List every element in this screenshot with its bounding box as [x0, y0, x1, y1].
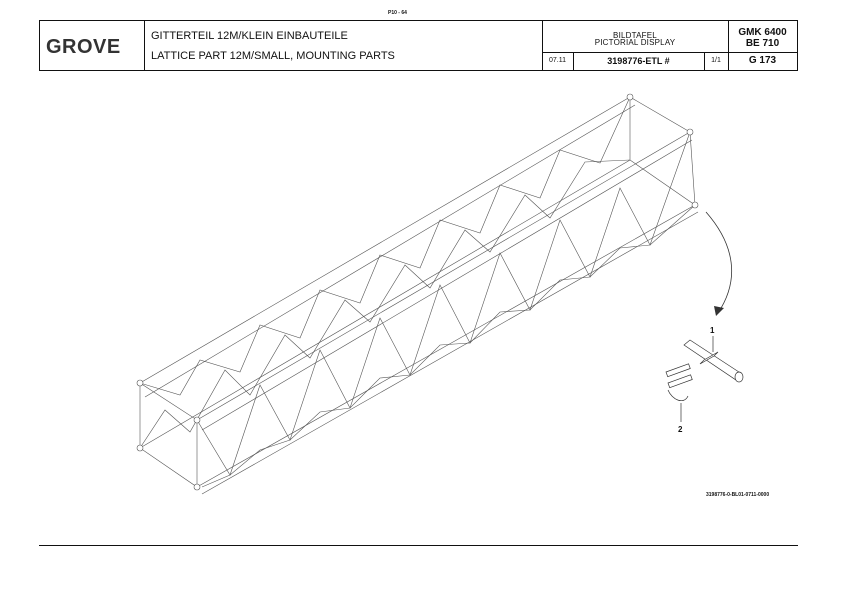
- title-english: LATTICE PART 12M/SMALL, MOUNTING PARTS: [151, 50, 395, 62]
- arrow-head: [714, 306, 724, 316]
- document-number: 3198776-ETL #: [573, 52, 705, 70]
- logo-cell: GROVE: [40, 21, 145, 70]
- end-frame-right: [629, 96, 696, 206]
- leader-arrow: [705, 211, 732, 314]
- end-connectors: [136, 93, 699, 491]
- callout-2: 2: [678, 425, 683, 434]
- be-number: BE 710: [745, 38, 780, 49]
- logo-text: GROVE: [46, 36, 121, 58]
- figure-code: 3198776-0-BL01-0711-0000: [706, 492, 770, 498]
- chord-top-front-2: [201, 139, 693, 431]
- display-label-english: PICTORIAL DISPLAY: [594, 38, 676, 47]
- display-label-box: BILDTAFEL PICTORIAL DISPLAY: [542, 21, 728, 53]
- lacing-back: [139, 159, 631, 449]
- model-cell: GMK 6400 BE 710 G 173: [728, 21, 797, 70]
- title-block: GROVE GITTERTEIL 12M/KLEIN EINBAUTEILE L…: [39, 20, 798, 71]
- chord-bottom-back: [139, 159, 631, 449]
- model-name: GMK 6400: [738, 27, 787, 38]
- part-pin-assembly: [683, 336, 744, 383]
- lacing-front: [196, 131, 691, 476]
- grove-logo: GROVE: [46, 36, 121, 58]
- doc-info-row: 07.11 3198776-ETL # 1/1: [542, 52, 728, 70]
- clip-1: [665, 363, 691, 378]
- group-number: G 173: [748, 55, 777, 66]
- chord-bottom-front: [196, 204, 696, 488]
- title-cell: GITTERTEIL 12M/KLEIN EINBAUTEILE LATTICE…: [144, 21, 543, 70]
- chord-top-back: [139, 96, 631, 384]
- lacing-top: [139, 96, 631, 396]
- model-divider: [728, 52, 797, 53]
- issue-date: 07.11: [542, 52, 574, 70]
- title-german: GITTERTEIL 12M/KLEIN EINBAUTEILE: [151, 30, 348, 42]
- chord-top-front: [196, 131, 691, 421]
- chord-bottom-front-2: [201, 211, 699, 495]
- clip-wire: [667, 389, 689, 402]
- display-label-german: BILDTAFEL: [613, 31, 657, 40]
- part-clips: [665, 363, 693, 422]
- pin-crossbar: [699, 351, 719, 365]
- callout-1: 1: [710, 326, 715, 335]
- chord-top-back-2: [144, 104, 636, 398]
- display-cell: BILDTAFEL PICTORIAL DISPLAY 07.11 319877…: [542, 21, 729, 70]
- clip-2: [667, 374, 693, 389]
- page-number: P10 - 64: [388, 10, 407, 16]
- lacing-front-lower: [201, 204, 696, 488]
- footer-rule: [39, 545, 798, 546]
- lattice-frame: [139, 96, 699, 495]
- sheet-number: 1/1: [711, 57, 721, 64]
- lattice-drawing: [136, 93, 744, 495]
- pin-end: [734, 371, 744, 383]
